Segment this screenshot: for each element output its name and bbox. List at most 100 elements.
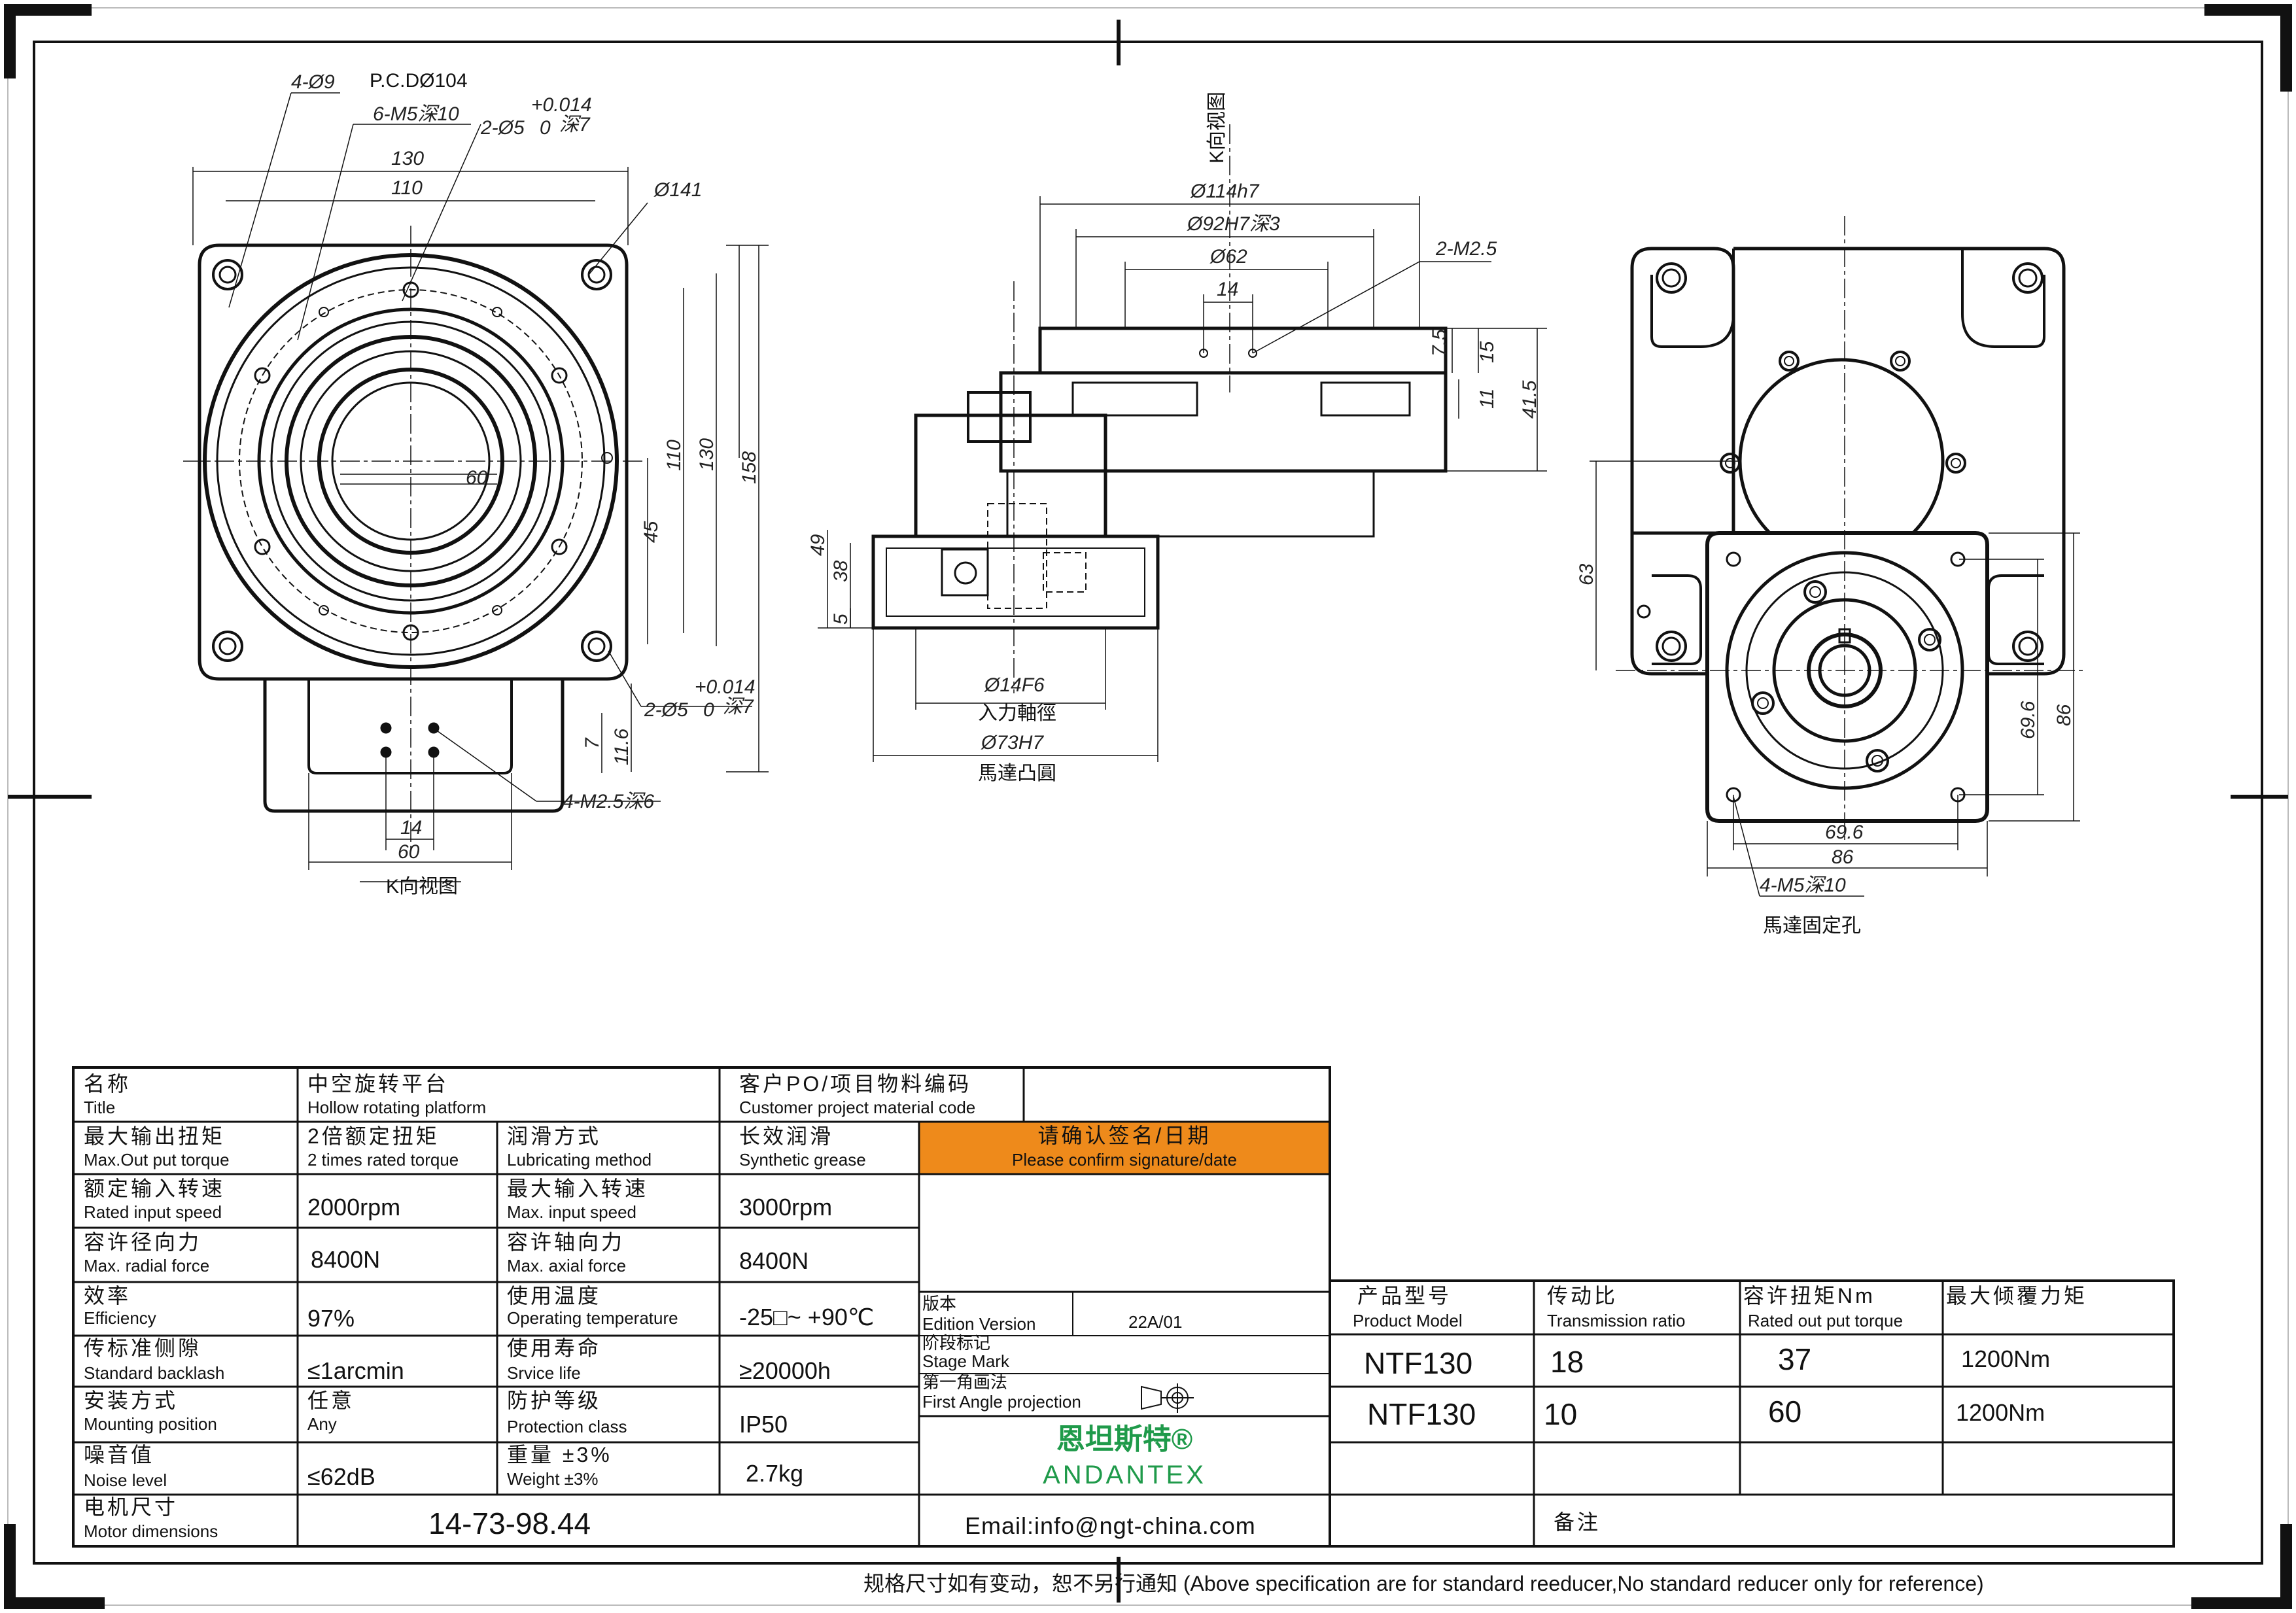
backlash-label-en: Standard backlash [84, 1363, 224, 1383]
pin-bottom-label: 2-Ø5 [644, 699, 688, 721]
dim-v158: 158 [739, 451, 760, 484]
dim-14-bottom: 14 [400, 817, 422, 839]
prot-label-en: Protection class [507, 1417, 627, 1436]
backlash-label-cn: 传标准侧隙 [84, 1336, 201, 1360]
weight-value: 2.7kg [746, 1460, 803, 1487]
dim-110: 110 [391, 177, 423, 199]
proj-label-en: First Angle projection [922, 1392, 1081, 1412]
pin-top-tol-zero: 0 [540, 117, 551, 139]
dim-141: Ø141 [653, 179, 702, 201]
side-view [818, 124, 1547, 762]
model-header-en: Product Model [1353, 1311, 1463, 1330]
row2-model: NTF130 [1367, 1397, 1476, 1431]
backlash-value: ≤1arcmin [307, 1357, 404, 1384]
temp-label-cn: 使用温度 [507, 1284, 601, 1308]
rear-view-dimensions: 63 69.6 86 69.6 86 4-M5深10 馬達固定孔 [1576, 563, 2075, 937]
side-view-k-label: K向视图 [1206, 92, 1228, 164]
life-label-en: Srvice life [507, 1363, 581, 1383]
pin-bottom-tol-zero: 0 [703, 699, 714, 721]
mount-label-en: Mounting position [84, 1414, 217, 1434]
row2-torque: 60 [1768, 1395, 1801, 1429]
tilt-header-cn: 最大倾覆力矩 [1946, 1284, 2087, 1308]
dim-38: 38 [830, 560, 852, 582]
ratio-header-en: Transmission ratio [1547, 1311, 1685, 1330]
dim-49: 49 [807, 534, 829, 556]
lube-label-cn: 润滑方式 [507, 1124, 601, 1148]
edition-label-cn: 版本 [922, 1294, 956, 1313]
title-value-cn: 中空旋转平台 [307, 1072, 449, 1096]
dim-92h7: Ø92H7深3 [1187, 213, 1280, 235]
title-value-en: Hollow rotating platform [307, 1098, 486, 1117]
row1-ratio: 18 [1550, 1345, 1584, 1379]
input-shaft-label: 入力軸徑 [978, 702, 1056, 724]
mount-value-en: Any [307, 1414, 337, 1434]
motor-label-cn: 电机尺寸 [84, 1495, 178, 1519]
spec-table-text: 名称 Title 中空旋转平台 Hollow rotating platform… [84, 1072, 1256, 1541]
dim-11-6: 11.6 [611, 729, 633, 765]
spec-table [72, 1066, 1331, 1548]
lube-label-en: Lubricating method [507, 1150, 652, 1170]
dim-63: 63 [1576, 563, 1597, 585]
edition-label-en: Edition Version [922, 1314, 1035, 1334]
torque-value-en: 2 times rated torque [307, 1150, 459, 1170]
dim-69-6-h: 69.6 [1825, 822, 1864, 843]
rated-speed-label-cn: 额定输入转速 [84, 1177, 225, 1200]
model-header-cn: 产品型号 [1357, 1284, 1452, 1308]
dim-11: 11 [1476, 389, 1498, 409]
dim-v130: 130 [696, 438, 718, 471]
temp-value: -25□~ +90℃ [739, 1304, 874, 1330]
row2-tilt: 1200Nm [1956, 1399, 2045, 1426]
row2-ratio: 10 [1544, 1397, 1577, 1431]
temp-label-en: Operating temperature [507, 1308, 678, 1328]
sheet-frame [4, 4, 2292, 1609]
remark-label: 备注 [1554, 1510, 1601, 1534]
tapped-4-label: 4-M2.5深6 [563, 791, 654, 812]
footer-note: 规格尺寸如有变动，恕不另行通知 (Above specification are… [863, 1572, 1984, 1595]
rated-speed-label-en: Rated input speed [84, 1202, 222, 1222]
noise-value: ≤62dB [307, 1463, 375, 1490]
po-label-cn: 客户PO/项目物料编码 [739, 1072, 971, 1096]
po-label-en: Customer project material code [739, 1098, 975, 1117]
torque-value-cn: 2倍额定扭矩 [307, 1124, 440, 1148]
confirm-label-en: Please confirm signature/date [1012, 1150, 1237, 1170]
dim-7: 7 [582, 737, 603, 749]
max-speed-label-cn: 最大输入转速 [507, 1177, 648, 1200]
mount-value-cn: 任意 [307, 1389, 355, 1412]
dim-114h7: Ø114h7 [1190, 181, 1260, 202]
eff-label-cn: 效率 [84, 1284, 131, 1308]
radial-label-cn: 容许径向力 [84, 1230, 201, 1254]
axial-value: 8400N [739, 1247, 809, 1274]
dim-86-h: 86 [1832, 846, 1854, 868]
holes-4-label: 4-Ø9 [291, 71, 335, 93]
weight-label-en: Weight ±3% [507, 1469, 599, 1489]
ratio-header-cn: 传动比 [1547, 1284, 1618, 1308]
title-label-cn: 名称 [84, 1072, 131, 1096]
prot-value: IP50 [739, 1411, 788, 1438]
lube-value-cn: 长效润滑 [739, 1124, 833, 1148]
pin-top-label: 2-Ø5 [480, 117, 525, 139]
radial-value: 8400N [311, 1246, 380, 1273]
pcd-label: P.C.DØ104 [370, 70, 468, 92]
pin-top-tol-plus: +0.014 [531, 94, 592, 116]
torque-header-en: Rated out put torque [1748, 1311, 1903, 1330]
motor-label-en: Motor dimensions [84, 1521, 218, 1541]
brand-cn: 恩坦斯特® [1056, 1423, 1192, 1455]
dim-7-5: 7.5 [1429, 329, 1450, 356]
motor-boss-label: 馬達凸圓 [978, 763, 1056, 784]
max-speed-value: 3000rpm [739, 1194, 832, 1221]
pin-bottom-depth: 深7 [723, 696, 754, 718]
eff-label-en: Efficiency [84, 1308, 156, 1328]
axial-label-cn: 容许轴向力 [507, 1230, 625, 1254]
model-table-text: 产品型号 Product Model 传动比 Transmission rati… [1353, 1284, 2087, 1534]
dim-86-v: 86 [2053, 704, 2075, 726]
first-angle-symbol [1141, 1383, 1194, 1413]
prot-label-cn: 防护等级 [507, 1389, 601, 1412]
dim-14-side: 14 [1217, 279, 1238, 300]
row1-model: NTF130 [1364, 1346, 1472, 1380]
life-label-cn: 使用寿命 [507, 1336, 601, 1360]
dim-5: 5 [830, 614, 852, 625]
rated-speed-value: 2000rpm [307, 1194, 400, 1221]
noise-label-cn: 噪音值 [84, 1443, 154, 1466]
email-text[interactable]: Email:info@ngt-china.com [965, 1512, 1256, 1539]
